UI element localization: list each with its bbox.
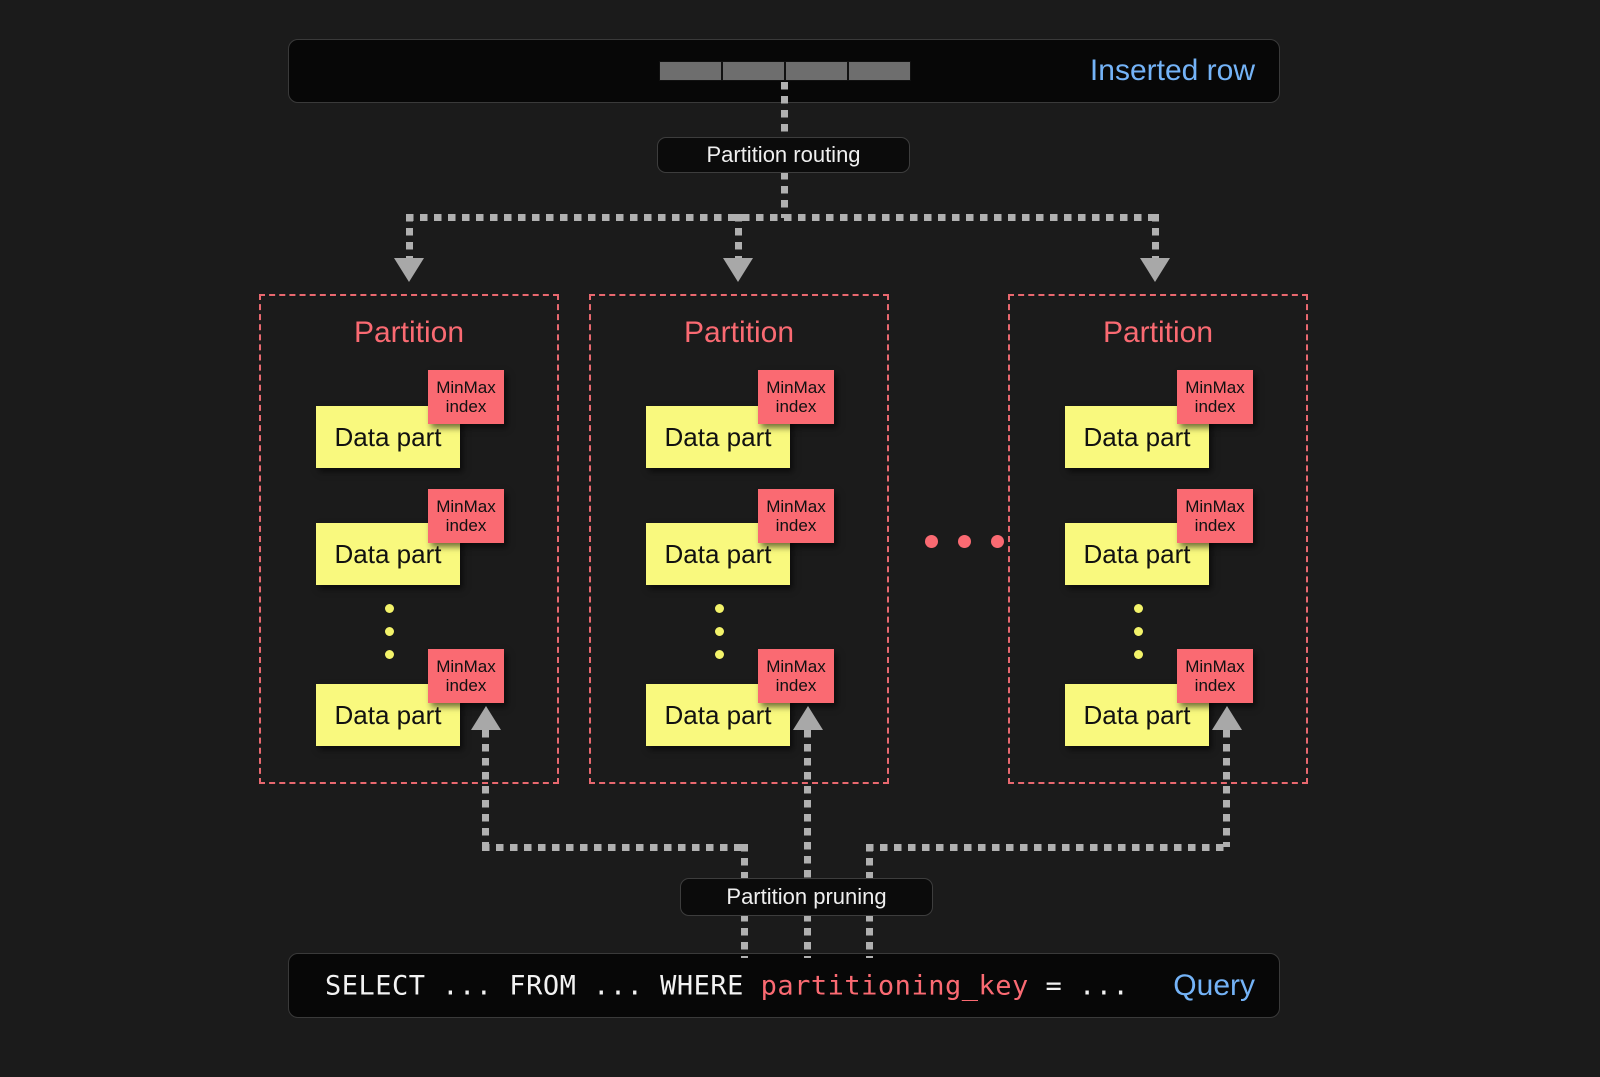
partition-routing-label: Partition routing [706,142,861,167]
arrow-into-partition-1 [394,258,424,282]
minmax-index-line2: index [445,516,487,535]
arrow-into-partition-1-part [471,706,501,730]
connector-pruning-right-drop [866,844,873,884]
minmax-index-line2: index [1194,676,1236,695]
minmax-index-box: MinMax index [758,370,834,424]
partition-box-3: Partition MinMax index Data part MinMax … [1008,294,1308,784]
ellipsis-dot [385,650,394,659]
minmax-index-box: MinMax index [758,489,834,543]
data-part-ellipsis [385,604,394,673]
minmax-index-line1: MinMax [436,496,496,516]
arrow-into-partition-2-part [793,706,823,730]
minmax-index-line1: MinMax [1185,496,1245,516]
connector-pruning-bus-right [866,844,1230,851]
ellipsis-dot [715,650,724,659]
row-cell [722,61,785,81]
partition-title: Partition [683,316,795,349]
data-part-label: Data part [664,421,772,452]
arrow-into-partition-3 [1140,258,1170,282]
minmax-index-line1: MinMax [436,377,496,397]
connector-bus-to-partition-1 [406,214,413,262]
ellipsis-dot [385,604,394,613]
connector-query-to-pruning-2 [804,914,811,958]
partition-title: Partition [353,316,465,349]
minmax-index-box: MinMax index [1177,649,1253,703]
minmax-index-line1: MinMax [1185,656,1245,676]
routing-bus-line [406,214,1158,221]
connector-pruning-to-partition-1 [482,730,489,847]
data-part-label: Data part [1083,538,1191,569]
connector-pruning-to-partition-3 [1223,730,1230,847]
connector-bus-to-partition-3 [1152,214,1159,262]
row-cell [785,61,848,81]
ellipsis-dot [925,535,938,548]
ellipsis-dot [1134,604,1143,613]
minmax-index-line2: index [775,397,817,416]
ellipsis-dot [1134,627,1143,636]
connector-pruning-to-partition-2 [804,730,811,884]
data-part-label: Data part [334,538,442,569]
row-cell [659,61,722,81]
partition-ellipsis [925,535,1004,548]
minmax-index-line1: MinMax [1185,377,1245,397]
minmax-index-box: MinMax index [1177,489,1253,543]
connector-pruning-bus-left [482,844,748,851]
minmax-index-box: MinMax index [758,649,834,703]
query-banner: SELECT ... FROM ... WHERE partitioning_k… [288,953,1280,1018]
ellipsis-dot [958,535,971,548]
inserted-row-cells [659,61,911,81]
data-part-label: Data part [664,699,772,730]
inserted-row-label: Inserted row [1089,54,1255,87]
partition-box-2: Partition MinMax index Data part MinMax … [589,294,889,784]
minmax-index-line2: index [445,397,487,416]
ellipsis-dot [715,627,724,636]
connector-insert-to-routing [781,82,788,140]
data-part-label: Data part [1083,421,1191,452]
query-suffix: = ... [1028,970,1130,1001]
data-part-ellipsis [1134,604,1143,673]
arrow-into-partition-3-part [1212,706,1242,730]
minmax-index-line2: index [445,676,487,695]
partition-routing-box: Partition routing [657,137,910,173]
query-statement: SELECT ... FROM ... WHERE partitioning_k… [325,970,1129,1001]
data-part-label: Data part [1083,699,1191,730]
query-keyword: partitioning_key [760,970,1029,1001]
minmax-index-line1: MinMax [766,656,826,676]
partition-title: Partition [1102,316,1214,349]
data-part-box: Data part [1065,684,1209,746]
connector-routing-to-bus [781,172,788,218]
minmax-index-box: MinMax index [1177,370,1253,424]
arrow-into-partition-2 [723,258,753,282]
ellipsis-dot [1134,650,1143,659]
minmax-index-line2: index [775,516,817,535]
ellipsis-dot [385,627,394,636]
query-label: Query [1173,968,1255,1002]
connector-pruning-left-drop [741,844,748,884]
query-prefix: SELECT ... FROM ... WHERE [325,970,761,1001]
data-part-label: Data part [334,699,442,730]
minmax-index-box: MinMax index [428,489,504,543]
minmax-index-box: MinMax index [428,370,504,424]
ellipsis-dot [991,535,1004,548]
minmax-index-line1: MinMax [766,377,826,397]
minmax-index-line2: index [775,676,817,695]
data-part-label: Data part [664,538,772,569]
partition-pruning-label: Partition pruning [726,884,887,909]
connector-query-to-pruning-3 [866,914,873,958]
partition-box-1: Partition MinMax index Data part MinMax … [259,294,559,784]
minmax-index-line1: MinMax [766,496,826,516]
connector-bus-to-partition-2 [735,214,742,262]
partition-pruning-box: Partition pruning [680,878,933,916]
data-part-label: Data part [334,421,442,452]
connector-query-to-pruning-1 [741,914,748,958]
data-part-ellipsis [715,604,724,673]
minmax-index-line1: MinMax [436,656,496,676]
minmax-index-line2: index [1194,397,1236,416]
row-cell [848,61,911,81]
minmax-index-line2: index [1194,516,1236,535]
minmax-index-box: MinMax index [428,649,504,703]
ellipsis-dot [715,604,724,613]
